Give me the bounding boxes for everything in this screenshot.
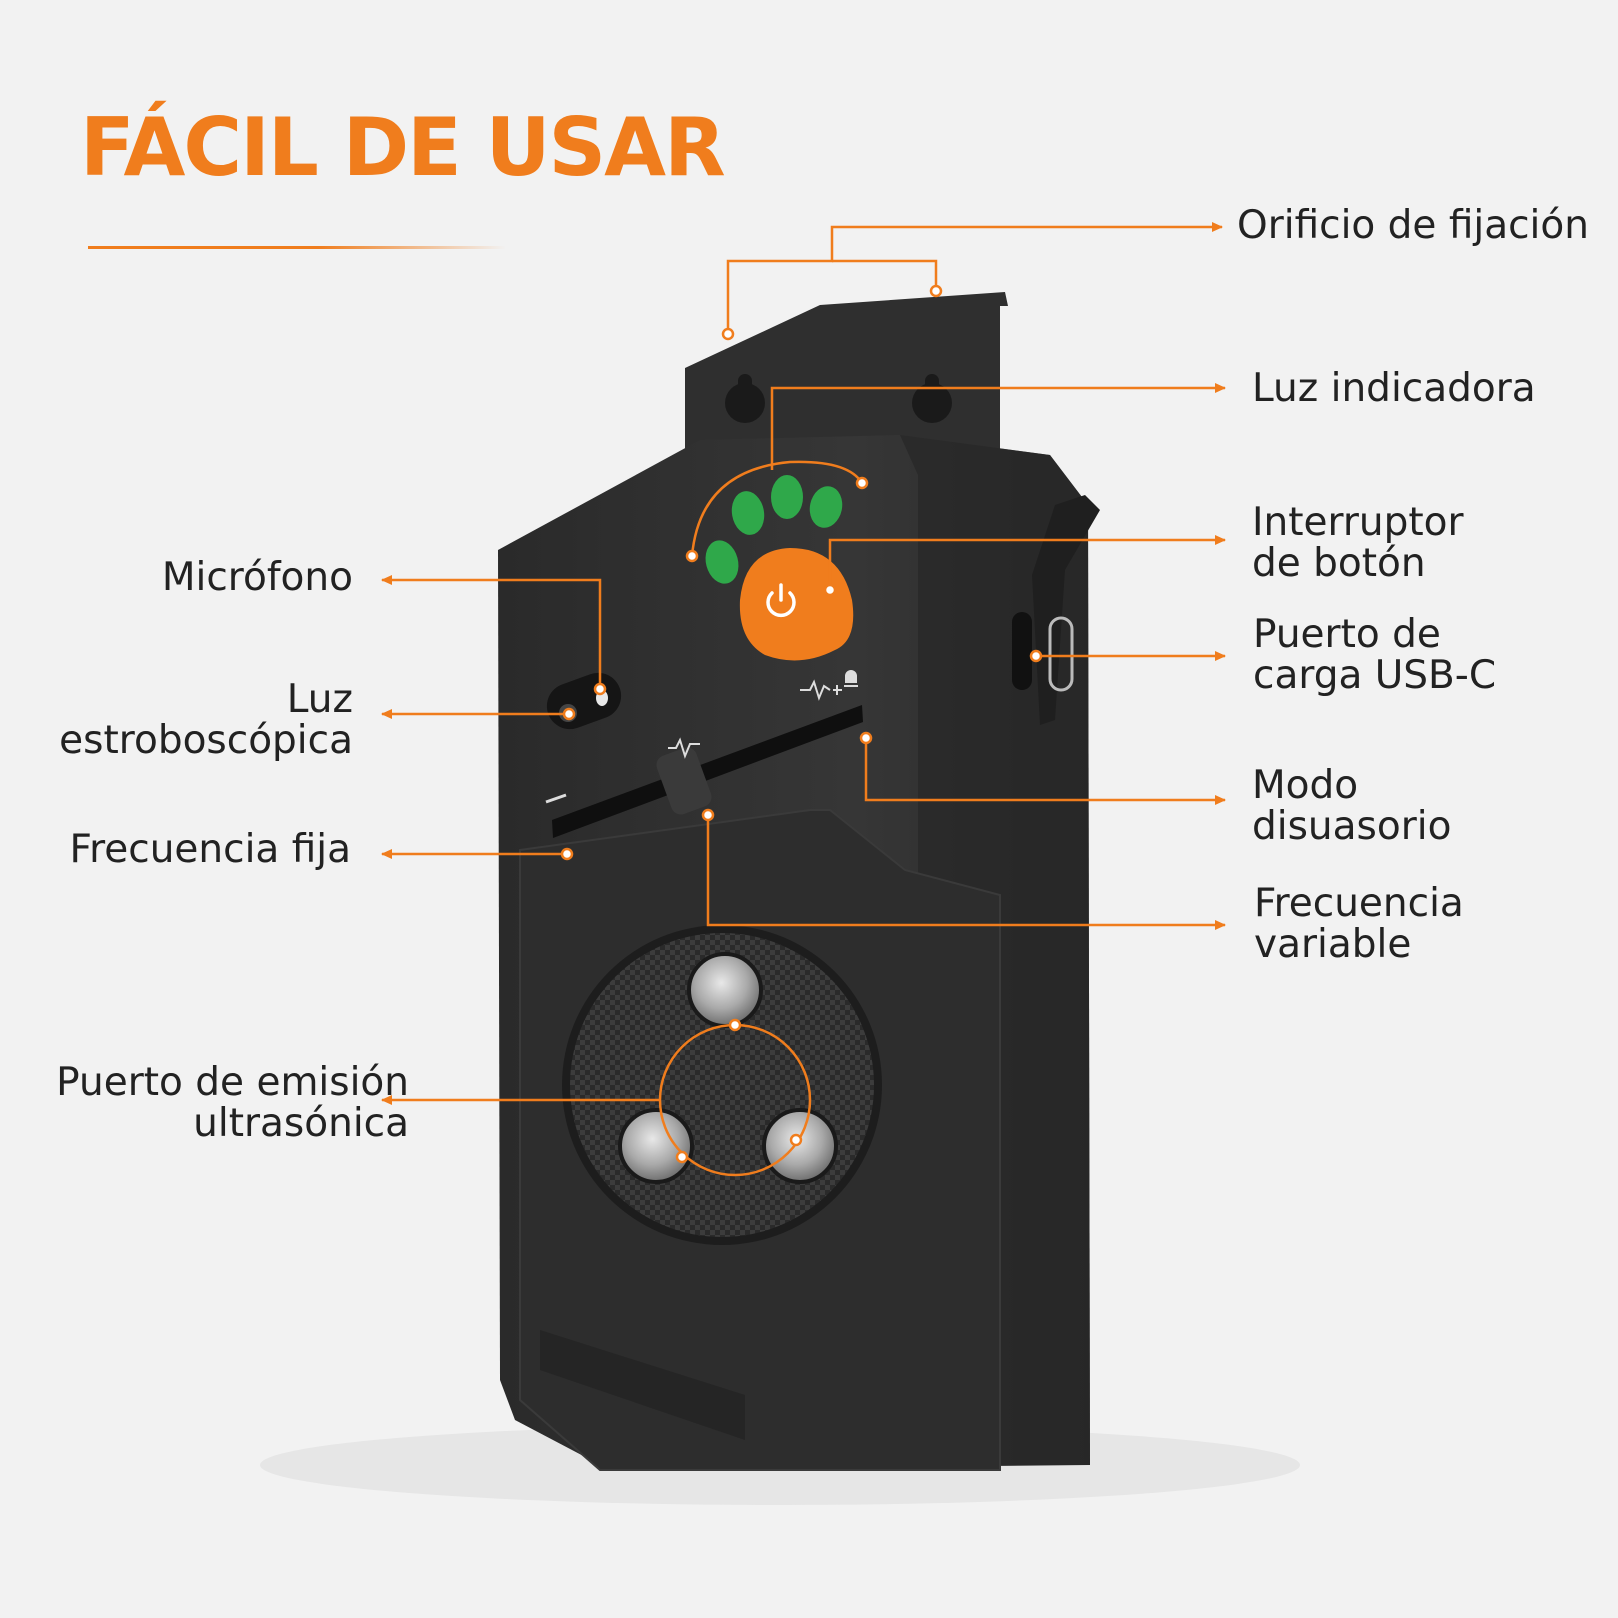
label-microphone: Micrófono bbox=[161, 555, 353, 600]
label-indicator-light: Luz indicadora bbox=[1252, 366, 1536, 411]
indicator-toe-1-icon bbox=[705, 540, 739, 584]
power-button[interactable] bbox=[739, 548, 854, 661]
wave-plus-light-icon bbox=[800, 670, 858, 701]
ultrasonic-speaker bbox=[562, 925, 882, 1245]
label-mounting-hole: Orificio de fijación bbox=[1237, 203, 1589, 248]
transducer-top-icon bbox=[687, 952, 763, 1028]
page-title: FÁCIL DE USAR bbox=[80, 101, 726, 194]
mounting-plate bbox=[685, 292, 1008, 470]
usbc-port-icon bbox=[1048, 616, 1074, 692]
callout-lines bbox=[381, 222, 1226, 1177]
frequency-slider[interactable] bbox=[545, 705, 863, 838]
indicator-toe-2-icon bbox=[731, 491, 765, 535]
wave-icon bbox=[668, 737, 700, 759]
mounting-hole-left-icon bbox=[725, 374, 765, 423]
power-icon bbox=[766, 583, 796, 618]
transducer-left-icon bbox=[618, 1108, 694, 1184]
label-fixed-frequency: Frecuencia fija bbox=[69, 827, 351, 872]
transducer-right-icon bbox=[762, 1108, 838, 1184]
indicator-toe-3-icon bbox=[771, 475, 803, 519]
title-underline bbox=[88, 246, 506, 249]
indicator-lights bbox=[705, 475, 843, 584]
indicator-toe-4-icon bbox=[809, 486, 843, 528]
callout-dots bbox=[560, 284, 1043, 1164]
fixed-frequency-mark bbox=[545, 793, 567, 804]
slider-handle bbox=[656, 747, 712, 815]
